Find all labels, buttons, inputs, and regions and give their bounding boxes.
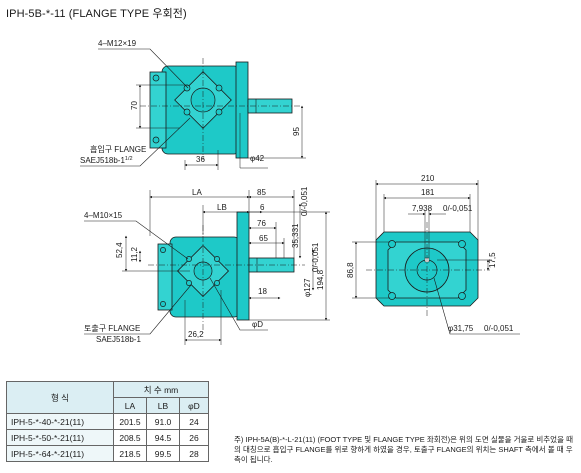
dim-6: 6 bbox=[260, 203, 265, 212]
dim-95: 95 bbox=[292, 127, 301, 136]
dim-35-331: 35,331 bbox=[291, 223, 300, 248]
top-view: 4–M12×19 70 95 36 φ42 흡입구 FLANGE SAEJ518… bbox=[80, 39, 306, 170]
dim-86-8: 86,8 bbox=[346, 262, 355, 278]
dim-70: 70 bbox=[130, 101, 139, 110]
dim-phi42: φ42 bbox=[250, 154, 265, 163]
dim-181: 181 bbox=[421, 188, 435, 197]
side-bolt-label: 4–M10×15 bbox=[84, 211, 123, 220]
pump-drawing: 4–M12×19 70 95 36 φ42 흡입구 FLANGE SAEJ518… bbox=[80, 39, 520, 345]
table-cell-D: 26 bbox=[179, 429, 209, 446]
dim-phi31-75: φ31,75 bbox=[448, 324, 474, 333]
table-col-LA: LA bbox=[113, 397, 147, 414]
outlet-standard: SAEJ518b-1 bbox=[96, 335, 141, 344]
dim-LB: LB bbox=[217, 203, 227, 212]
table-cell-LA: 201.5 bbox=[113, 413, 147, 430]
table-cell-D: 28 bbox=[179, 445, 209, 462]
table-row: IPH-5-*-40-*-21(11) 201.5 91.0 24 bbox=[6, 413, 209, 430]
outlet-flange-label: 토출구 FLANGE bbox=[84, 323, 140, 333]
inlet-flange-label: 흡입구 FLANGE bbox=[90, 144, 146, 154]
top-bolt-label: 4–M12×19 bbox=[98, 39, 137, 48]
footnote: 주) IPH-5A(B)-*-L-21(11) (FOOT TYPE 및 FLA… bbox=[234, 435, 573, 464]
table-col-LB: LB bbox=[146, 397, 180, 414]
table-cell-LB: 99.5 bbox=[146, 445, 180, 462]
page-title: IPH-5B-*-11 (FLANGE TYPE 우회전) bbox=[6, 8, 187, 20]
table-cell-LA: 218.5 bbox=[113, 445, 147, 462]
dim-LA: LA bbox=[192, 188, 202, 197]
dim-18: 18 bbox=[258, 287, 267, 296]
side-view-flange bbox=[236, 211, 250, 321]
dim-210: 210 bbox=[421, 174, 435, 183]
dim-85: 85 bbox=[257, 188, 266, 197]
table-row: IPH-5-*-50-*-21(11) 208.5 94.5 26 bbox=[6, 429, 209, 446]
dim-phiD: φD bbox=[252, 320, 263, 329]
dim-phi127-tol: 0/-0,051 bbox=[311, 242, 320, 272]
inlet-standard: SAEJ518b-11/2 bbox=[80, 156, 133, 165]
dim-17-5: 17,5 bbox=[488, 252, 497, 268]
dim-52-4: 52,4 bbox=[115, 242, 124, 258]
top-view-flange bbox=[235, 61, 249, 159]
table-header-dims: 치 수 mm bbox=[113, 381, 209, 398]
dim-11-2: 11,2 bbox=[130, 246, 139, 262]
table-cell-D: 24 bbox=[179, 413, 209, 430]
dim-65: 65 bbox=[259, 234, 268, 243]
table-cell-LB: 91.0 bbox=[146, 413, 180, 430]
table-cell-LB: 94.5 bbox=[146, 429, 180, 446]
table-cell-model: IPH-5-*-40-*-21(11) bbox=[6, 413, 114, 430]
top-view-cover bbox=[149, 71, 167, 149]
table-row: IPH-5-*-64-*-21(11) 218.5 99.5 28 bbox=[6, 445, 209, 462]
dim-76: 76 bbox=[257, 219, 266, 228]
dim-7-938-tol: 0/-0,051 bbox=[443, 204, 473, 213]
table-header-model: 형 식 bbox=[6, 381, 114, 414]
table-cell-model: IPH-5-*-64-*-21(11) bbox=[6, 445, 114, 462]
dim-35-331-tol: 0/-0,051 bbox=[300, 186, 309, 216]
table-cell-LA: 208.5 bbox=[113, 429, 147, 446]
dim-26-2: 26,2 bbox=[188, 330, 204, 339]
side-view: LA 85 LB 6 76 65 18 35,331 0/-0,051 φ127… bbox=[84, 186, 330, 345]
dimension-table: 형 식 치 수 mm LA LB φD IPH-5-*-40-*-21(11) … bbox=[6, 381, 209, 462]
dim-7-938: 7,938 bbox=[412, 204, 433, 213]
dim-phi31-75-tol: 0/-0,051 bbox=[484, 324, 514, 333]
side-view-cover bbox=[157, 243, 173, 311]
dim-36: 36 bbox=[196, 155, 205, 164]
table-cell-model: IPH-5-*-50-*-21(11) bbox=[6, 429, 114, 446]
dim-194-8: 194,8 bbox=[316, 269, 325, 290]
table-col-D: φD bbox=[179, 397, 209, 414]
front-view: 210 181 7,938 0/-0,051 86,8 17,5 φ31,75 … bbox=[346, 174, 520, 335]
dim-phi127: φ127 bbox=[303, 278, 312, 297]
